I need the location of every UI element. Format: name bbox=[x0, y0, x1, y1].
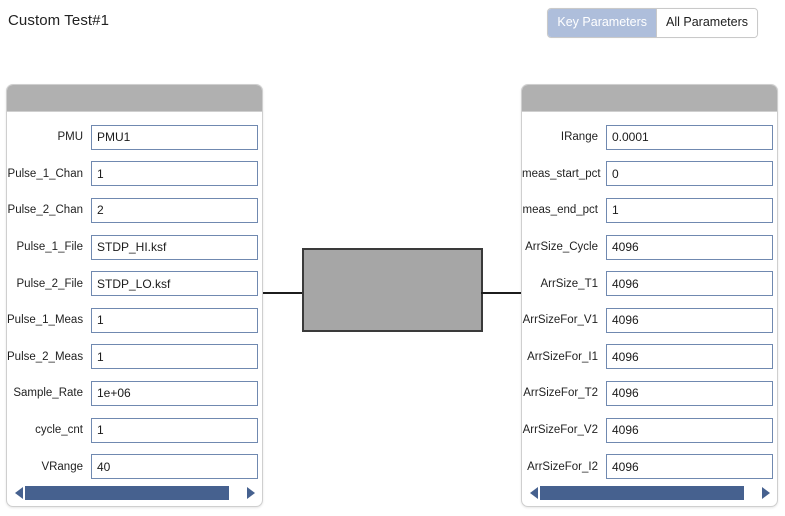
param-input-arrsizefor-t2[interactable] bbox=[606, 380, 773, 406]
left-panel-header bbox=[7, 85, 262, 112]
left-parameter-panel: PMU Pulse_1_Chan Pulse_2_Chan Pulse_1_Fi… bbox=[6, 84, 263, 507]
left-scroll-thumb[interactable] bbox=[25, 486, 229, 500]
right-panel-horizontal-scrollbar[interactable] bbox=[527, 485, 772, 501]
param-row-cycle-cnt: cycle_cnt bbox=[7, 412, 258, 449]
param-row-pulse-2-file: Pulse_2_File bbox=[7, 265, 258, 302]
param-row-pmu: PMU bbox=[7, 119, 258, 156]
param-row-vrange: VRange bbox=[7, 448, 258, 485]
param-input-arrsizefor-i1[interactable] bbox=[606, 344, 773, 370]
left-panel-body: PMU Pulse_1_Chan Pulse_2_Chan Pulse_1_Fi… bbox=[7, 112, 262, 487]
param-input-arrsize-cycle[interactable] bbox=[606, 234, 773, 260]
param-label-sample-rate: Sample_Rate bbox=[13, 387, 83, 400]
param-input-irange[interactable] bbox=[606, 124, 773, 150]
param-input-cycle-cnt[interactable] bbox=[91, 417, 258, 443]
param-label-irange: IRange bbox=[560, 131, 598, 144]
param-label-pulse-1-meas: Pulse_1_Meas bbox=[7, 314, 84, 327]
left-panel-horizontal-scrollbar[interactable] bbox=[12, 485, 257, 501]
param-input-pulse-1-meas[interactable] bbox=[91, 307, 258, 333]
right-panel-header bbox=[522, 85, 777, 112]
param-input-sample-rate[interactable] bbox=[91, 380, 258, 406]
connector-line-right bbox=[481, 292, 527, 294]
param-input-arrsizefor-v1[interactable] bbox=[606, 307, 773, 333]
param-row-irange: IRange bbox=[522, 119, 773, 156]
right-panel-body: IRange meas_start_pct meas_end_pct ArrSi… bbox=[522, 112, 777, 487]
scroll-right-arrow-icon[interactable] bbox=[244, 485, 257, 501]
param-label-pulse-2-file: Pulse_2_File bbox=[16, 277, 83, 290]
param-label-cycle-cnt: cycle_cnt bbox=[35, 424, 83, 437]
parameter-view-toggle[interactable]: Key Parameters All Parameters bbox=[547, 8, 758, 38]
param-label-pulse-1-chan: Pulse_1_Chan bbox=[7, 167, 83, 180]
param-input-pulse-1-file[interactable] bbox=[91, 234, 258, 260]
param-row-pulse-2-meas: Pulse_2_Meas bbox=[7, 339, 258, 376]
param-input-pulse-1-chan[interactable] bbox=[91, 161, 258, 187]
param-label-arrsizefor-v1: ArrSizeFor_V1 bbox=[522, 314, 598, 327]
device-block[interactable] bbox=[302, 248, 483, 332]
right-scroll-thumb[interactable] bbox=[540, 486, 744, 500]
param-input-meas-end-pct[interactable] bbox=[606, 197, 773, 223]
param-label-meas-end-pct: meas_end_pct bbox=[522, 204, 598, 217]
param-input-pulse-2-chan[interactable] bbox=[91, 197, 258, 223]
param-label-meas-start-pct: meas_start_pct bbox=[522, 167, 601, 180]
param-input-pulse-2-file[interactable] bbox=[91, 271, 258, 297]
param-row-arrsize-t1: ArrSize_T1 bbox=[522, 265, 773, 302]
right-parameter-panel: IRange meas_start_pct meas_end_pct ArrSi… bbox=[521, 84, 778, 507]
param-label-arrsizefor-t2: ArrSizeFor_T2 bbox=[523, 387, 598, 400]
param-row-arrsizefor-t2: ArrSizeFor_T2 bbox=[522, 375, 773, 412]
param-label-arrsizefor-i1: ArrSizeFor_I1 bbox=[527, 350, 598, 363]
param-row-arrsizefor-v2: ArrSizeFor_V2 bbox=[522, 412, 773, 449]
param-label-vrange: VRange bbox=[41, 460, 83, 473]
param-label-pulse-1-file: Pulse_1_File bbox=[16, 241, 83, 254]
param-row-pulse-1-file: Pulse_1_File bbox=[7, 229, 258, 266]
connector-line-left bbox=[263, 292, 304, 294]
param-row-arrsizefor-i1: ArrSizeFor_I1 bbox=[522, 339, 773, 376]
param-row-arrsizefor-v1: ArrSizeFor_V1 bbox=[522, 302, 773, 339]
tab-all-parameters[interactable]: All Parameters bbox=[656, 9, 757, 37]
param-row-pulse-1-meas: Pulse_1_Meas bbox=[7, 302, 258, 339]
param-input-pmu[interactable] bbox=[91, 124, 258, 150]
param-label-pmu: PMU bbox=[57, 131, 83, 144]
param-label-pulse-2-meas: Pulse_2_Meas bbox=[7, 350, 84, 363]
param-row-meas-start-pct: meas_start_pct bbox=[522, 156, 773, 193]
param-input-arrsizefor-v2[interactable] bbox=[606, 417, 773, 443]
param-input-pulse-2-meas[interactable] bbox=[91, 344, 258, 370]
param-label-arrsizefor-v2: ArrSizeFor_V2 bbox=[522, 424, 598, 437]
param-input-arrsizefor-i2[interactable] bbox=[606, 454, 773, 480]
param-row-pulse-1-chan: Pulse_1_Chan bbox=[7, 156, 258, 193]
right-scroll-track[interactable] bbox=[540, 486, 759, 500]
page-title: Custom Test#1 bbox=[8, 12, 110, 29]
scroll-left-arrow-icon[interactable] bbox=[12, 485, 25, 501]
param-label-arrsizefor-i2: ArrSizeFor_I2 bbox=[527, 460, 598, 473]
param-input-arrsize-t1[interactable] bbox=[606, 271, 773, 297]
param-row-pulse-2-chan: Pulse_2_Chan bbox=[7, 192, 258, 229]
param-input-meas-start-pct[interactable] bbox=[606, 161, 773, 187]
param-row-meas-end-pct: meas_end_pct bbox=[522, 192, 773, 229]
scroll-left-arrow-icon[interactable] bbox=[527, 485, 540, 501]
scroll-right-arrow-icon[interactable] bbox=[759, 485, 772, 501]
param-row-arrsizefor-i2: ArrSizeFor_I2 bbox=[522, 448, 773, 485]
param-input-vrange[interactable] bbox=[91, 454, 258, 480]
param-row-sample-rate: Sample_Rate bbox=[7, 375, 258, 412]
tab-key-parameters[interactable]: Key Parameters bbox=[548, 9, 657, 37]
param-label-arrsize-cycle: ArrSize_Cycle bbox=[525, 241, 598, 254]
param-row-arrsize-cycle: ArrSize_Cycle bbox=[522, 229, 773, 266]
left-scroll-track[interactable] bbox=[25, 486, 244, 500]
param-label-arrsize-t1: ArrSize_T1 bbox=[540, 277, 598, 290]
param-label-pulse-2-chan: Pulse_2_Chan bbox=[7, 204, 83, 217]
